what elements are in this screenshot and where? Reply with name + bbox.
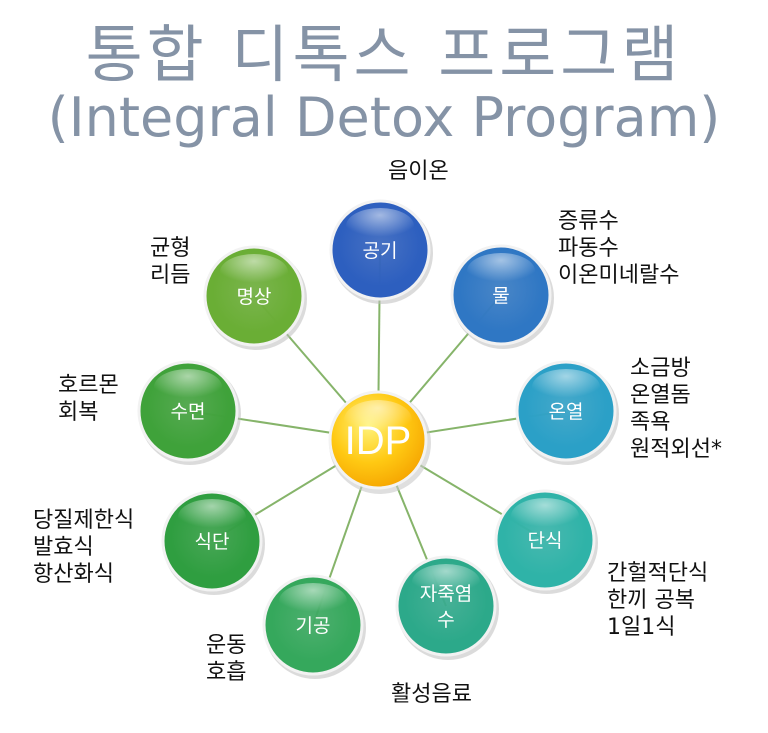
node-label-meditation: 명상 xyxy=(237,286,272,308)
center-label: IDP xyxy=(345,419,412,463)
note-line: 온열돔 xyxy=(630,383,691,408)
title-korean: 통합 디톡스 프로그램 xyxy=(85,18,683,91)
node-label-heat: 온열 xyxy=(549,401,584,423)
note-line: 원적외선* xyxy=(630,437,722,462)
node-fasting: 단식 xyxy=(494,489,598,594)
node-label-fasting: 단식 xyxy=(528,530,563,552)
node-diet: 식단 xyxy=(161,490,265,595)
notes-diet: 당질제한식 발효식 항산화식 xyxy=(33,507,134,588)
note-line: 간헐적단식 xyxy=(607,561,709,586)
note-line: 활성음료 xyxy=(391,682,472,707)
note-line: 호르몬 xyxy=(58,373,119,398)
note-line: 당질제한식 xyxy=(33,508,135,533)
node-water: 물 xyxy=(450,244,554,349)
title-english: (Integral Detox Program) xyxy=(47,86,721,149)
node-qigong: 기공 xyxy=(262,574,366,679)
note-line: 파동수 xyxy=(558,236,619,261)
note-line: 한끼 공복 xyxy=(607,588,695,613)
node-label-sleep: 수면 xyxy=(171,401,206,423)
notes-water: 증류수 파동수 이온미네랄수 xyxy=(558,208,679,289)
notes-urine: 활성음료 xyxy=(391,681,472,708)
note-line: 균형 xyxy=(150,236,191,261)
note-line: 호흡 xyxy=(206,660,247,685)
node-label-water: 물 xyxy=(492,285,509,307)
notes-heat: 소금방 온열돔 족욕 원적외선* xyxy=(630,355,722,463)
node-label-diet: 식단 xyxy=(195,531,230,553)
note-line: 소금방 xyxy=(630,356,691,381)
node-air: 공기 xyxy=(329,199,433,304)
note-line: 발효식 xyxy=(33,535,94,560)
node-label-urine: 자죽염 xyxy=(420,583,472,605)
notes-fasting: 간헐적단식 한끼 공복 1일1식 xyxy=(607,560,708,641)
node-heat: 온열 xyxy=(515,360,619,465)
note-line: 운동 xyxy=(206,633,247,658)
notes-air: 음이온 xyxy=(388,158,449,185)
notes-qigong: 운동 호흡 xyxy=(206,632,246,686)
note-line: 음이온 xyxy=(388,159,449,184)
notes-sleep: 호르몬 회복 xyxy=(58,372,119,426)
node-meditation: 명상 xyxy=(203,245,307,350)
note-line: 이온미네랄수 xyxy=(558,263,680,288)
node-label-qigong: 기공 xyxy=(296,615,331,637)
note-line: 리듬 xyxy=(150,263,191,288)
notes-meditation: 균형 리듬 xyxy=(150,235,190,289)
note-line: 1일1식 xyxy=(607,615,676,640)
node-sleep: 수면 xyxy=(137,360,241,465)
center-node: IDP xyxy=(328,390,431,494)
note-line: 항산화식 xyxy=(33,562,114,587)
note-line: 족욕 xyxy=(630,410,671,435)
note-line: 증류수 xyxy=(558,209,619,234)
node-label-air: 공기 xyxy=(363,240,398,262)
node-label-urine: 수 xyxy=(437,609,454,631)
note-line: 회복 xyxy=(58,400,99,425)
